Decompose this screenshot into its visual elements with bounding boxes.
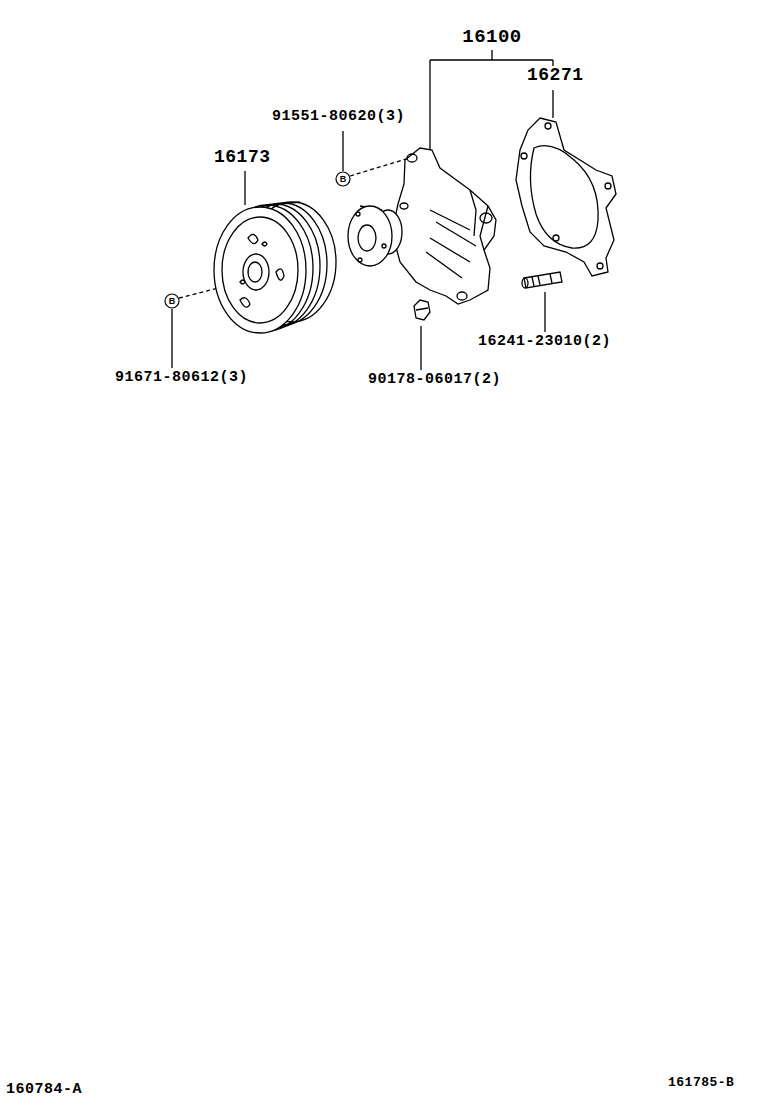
nut	[414, 300, 430, 320]
water-pump	[348, 148, 496, 304]
bolt-marker: B	[164, 293, 180, 309]
pulley	[214, 202, 336, 333]
stud	[522, 272, 562, 288]
marker-letter: B	[164, 293, 180, 309]
part-number: 91671-80612(3)	[115, 370, 248, 385]
gasket	[516, 118, 616, 276]
figure-code: 160784-A	[6, 1082, 82, 1097]
figure-code: 161785-B	[668, 1076, 734, 1089]
part-number: 90178-06017(2)	[368, 372, 501, 387]
part-number: 16241-23010(2)	[478, 334, 611, 349]
bolt-marker: B	[335, 171, 351, 187]
part-number: 91551-80620(3)	[272, 109, 405, 124]
marker-letter: B	[335, 171, 351, 187]
part-number: 16173	[214, 148, 271, 166]
assembly-number: 16100	[462, 28, 522, 47]
part-number: 16271	[527, 66, 584, 84]
